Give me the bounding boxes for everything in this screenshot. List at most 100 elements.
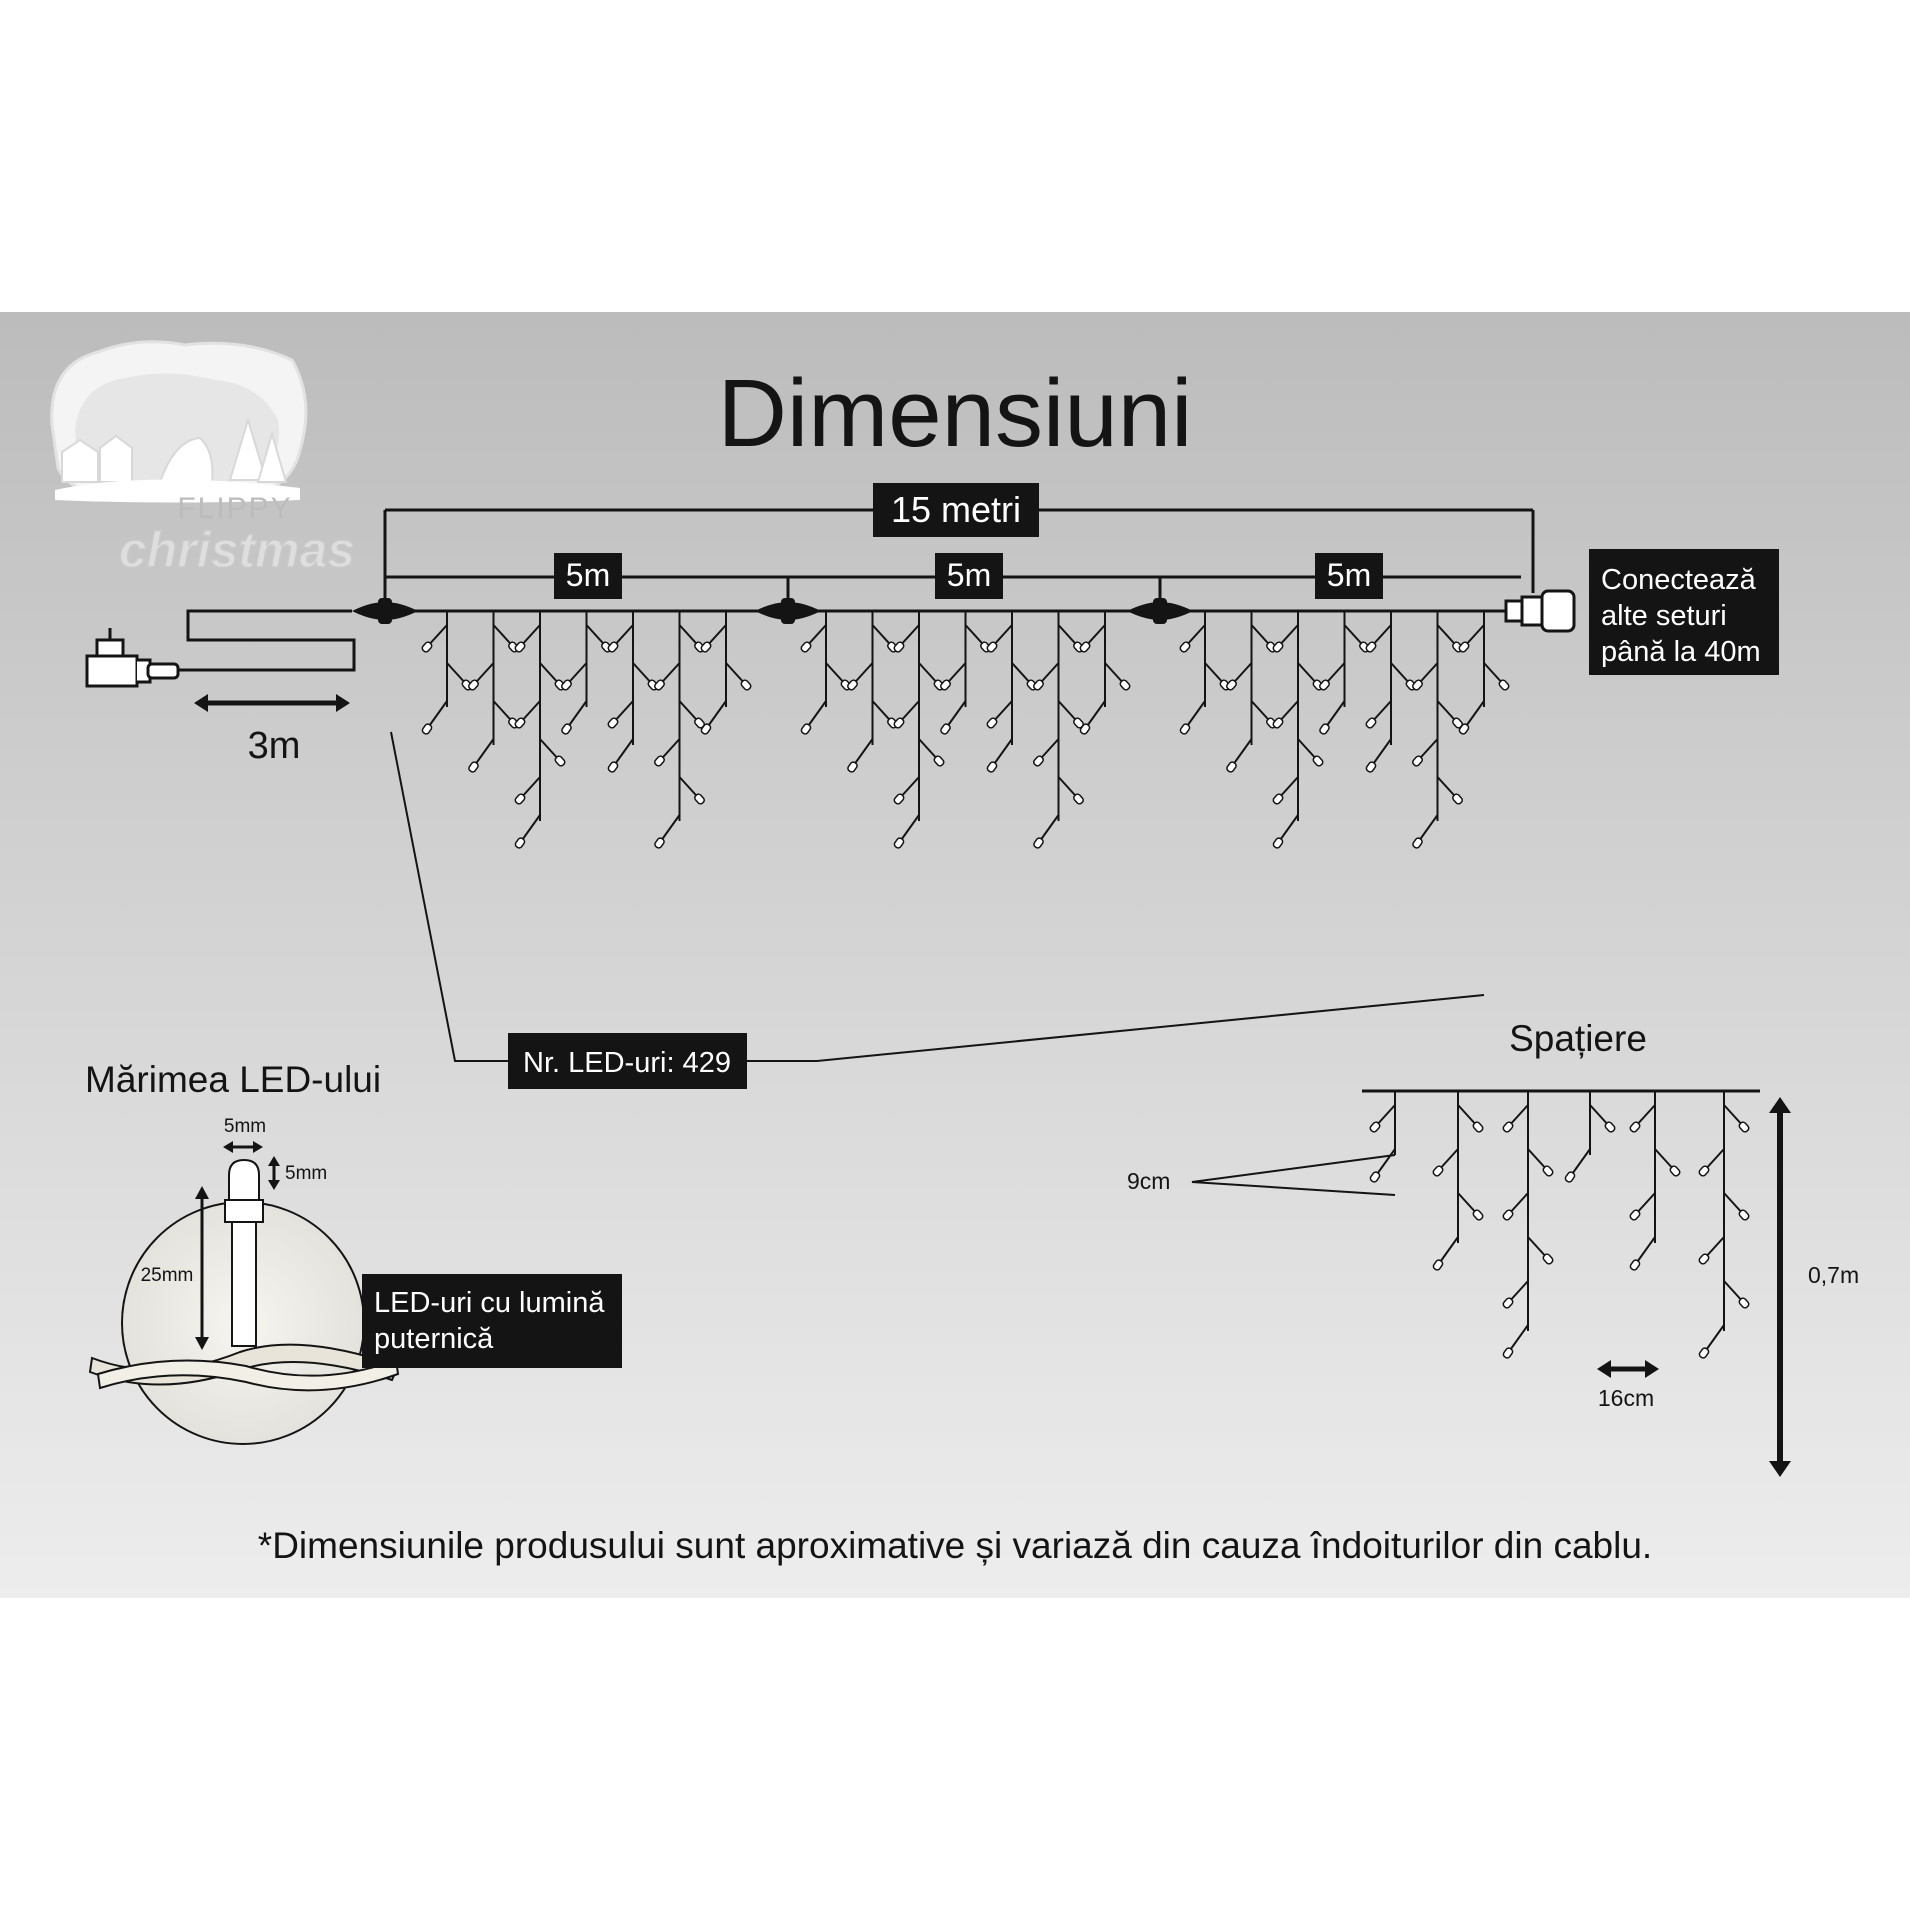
led-bulb-icon — [1629, 1209, 1641, 1221]
cable-joint — [1127, 598, 1193, 624]
led-bulb-icon — [1033, 837, 1044, 849]
led-bulb-icon — [561, 679, 572, 691]
led-bulb-icon — [1033, 755, 1044, 767]
icicle-strand — [1079, 611, 1131, 735]
icicle-strand — [1033, 611, 1084, 849]
icicle-strand — [700, 611, 752, 735]
lead-length-label: 3m — [248, 725, 301, 767]
led-size-title: Mărimea LED-ului — [85, 1059, 381, 1100]
icicle-strand — [800, 611, 852, 735]
led-bulb-icon — [1319, 723, 1330, 735]
end-connector — [1504, 589, 1576, 633]
segment-1-label-box — [554, 553, 622, 599]
led-bulb-icon — [468, 679, 479, 691]
led-bulb-icon — [1079, 641, 1091, 653]
led-bulb-icon — [1604, 1121, 1616, 1133]
segment-2-label: 5m — [947, 557, 991, 593]
led-count-label: Nr. LED-uri: 429 — [523, 1047, 731, 1079]
led-bulb-icon — [694, 793, 705, 805]
disclaimer: *Dimensiunile produsului sunt aproximati… — [258, 1525, 1652, 1566]
led-bulb-icon — [514, 793, 526, 805]
led-bulb-icon — [1738, 1297, 1750, 1309]
led-bulb-icon — [1033, 679, 1044, 691]
led-bulb-icon — [1502, 1347, 1514, 1359]
led-bulb-icon — [1079, 723, 1091, 735]
led-note-line-1: LED-uri cu lumină — [374, 1287, 605, 1319]
lead-cable — [175, 609, 356, 672]
icicle-strand — [654, 611, 705, 849]
led-bulb-icon — [1412, 679, 1423, 691]
icicle-strand — [847, 611, 898, 773]
power-adapter — [85, 628, 180, 688]
led-bulb-icon — [1272, 793, 1284, 805]
led-bulb-icon — [1564, 1171, 1576, 1183]
led-bulb-icon — [421, 641, 433, 653]
led-bulb-icon — [1319, 679, 1330, 691]
segment-3-label: 5m — [1327, 557, 1371, 593]
led-bulb-icon — [554, 755, 566, 767]
icicle-strand — [607, 611, 659, 773]
led-bulb-icon — [1498, 679, 1510, 691]
led-bulb-icon — [700, 723, 712, 735]
segment-2-label-box — [935, 553, 1003, 599]
icicle-strand — [1369, 1091, 1396, 1183]
led-bulb-icon — [514, 641, 526, 653]
led-bulb-icon — [1312, 755, 1324, 767]
led-bulb-icon — [514, 717, 526, 729]
led-bulb-icon — [933, 755, 945, 767]
led-bulb-icon — [893, 717, 905, 729]
led-bulb-icon — [1698, 1347, 1710, 1359]
cable-joint — [352, 598, 418, 624]
led-bulb-icon — [1698, 1165, 1710, 1177]
led-bulb-icon — [1629, 1121, 1641, 1133]
led-bulb-icon — [1272, 717, 1284, 729]
icicle-strand — [421, 611, 473, 735]
led-bulb-icon — [1073, 793, 1084, 805]
led-bulb-icon — [1179, 723, 1191, 735]
led-bulb-icon — [986, 641, 998, 653]
led-bulb-icon — [1272, 837, 1284, 849]
led-bulb-icon — [1502, 1297, 1514, 1309]
connect-note-line-3: până la 40m — [1601, 636, 1761, 668]
icicle-strand — [1698, 1091, 1750, 1359]
led-bulb-icon — [1669, 1165, 1681, 1177]
led-bulb-icon — [1502, 1209, 1514, 1221]
icicle-strand — [1502, 1091, 1554, 1359]
icicle-strand — [1629, 1091, 1681, 1271]
led-bulb-icon — [1365, 717, 1377, 729]
led-bulb-icon — [940, 679, 951, 691]
total-length-label: 15 metri — [891, 489, 1021, 530]
page-title: Dimensiuni — [718, 360, 1193, 467]
led-bulb-icon — [1226, 679, 1237, 691]
vertical-spacing-label: 9cm — [1127, 1168, 1170, 1194]
icicle-strand — [1564, 1091, 1616, 1183]
connect-note-box — [1589, 549, 1779, 675]
led-bulb-icon — [607, 717, 619, 729]
led-bulb-icon — [1472, 1121, 1484, 1133]
led-note-line-2: puternică — [374, 1323, 494, 1355]
led-bulb-icon — [740, 679, 752, 691]
led-bulb-icon — [1179, 641, 1191, 653]
led-bulb-icon — [1119, 679, 1131, 691]
led-bulb-icon — [1542, 1253, 1554, 1265]
led-note-box — [362, 1274, 622, 1368]
led-bulb-icon — [1432, 1259, 1444, 1271]
icicle-strand — [561, 611, 612, 735]
led-bulb-icon — [607, 641, 619, 653]
led-bulb-icon — [893, 837, 905, 849]
led-tip-arrow — [268, 1156, 280, 1190]
icicle-strand — [1319, 611, 1370, 735]
led-bulb-icon — [1738, 1121, 1750, 1133]
icicle-strand — [1272, 611, 1324, 849]
led-bulb-icon — [986, 761, 998, 773]
segment-1-label: 5m — [566, 557, 610, 593]
led-bulb-icon — [1458, 723, 1470, 735]
led-bulb-icon — [1272, 641, 1284, 653]
led-width-label: 5mm — [224, 1116, 266, 1137]
vertical-spacing-callout — [1191, 1154, 1396, 1196]
led-bulb-icon — [561, 723, 572, 735]
icicle-strand — [1365, 611, 1417, 773]
icicle-drops — [421, 611, 1510, 849]
led-bulb-icon — [1738, 1209, 1750, 1221]
